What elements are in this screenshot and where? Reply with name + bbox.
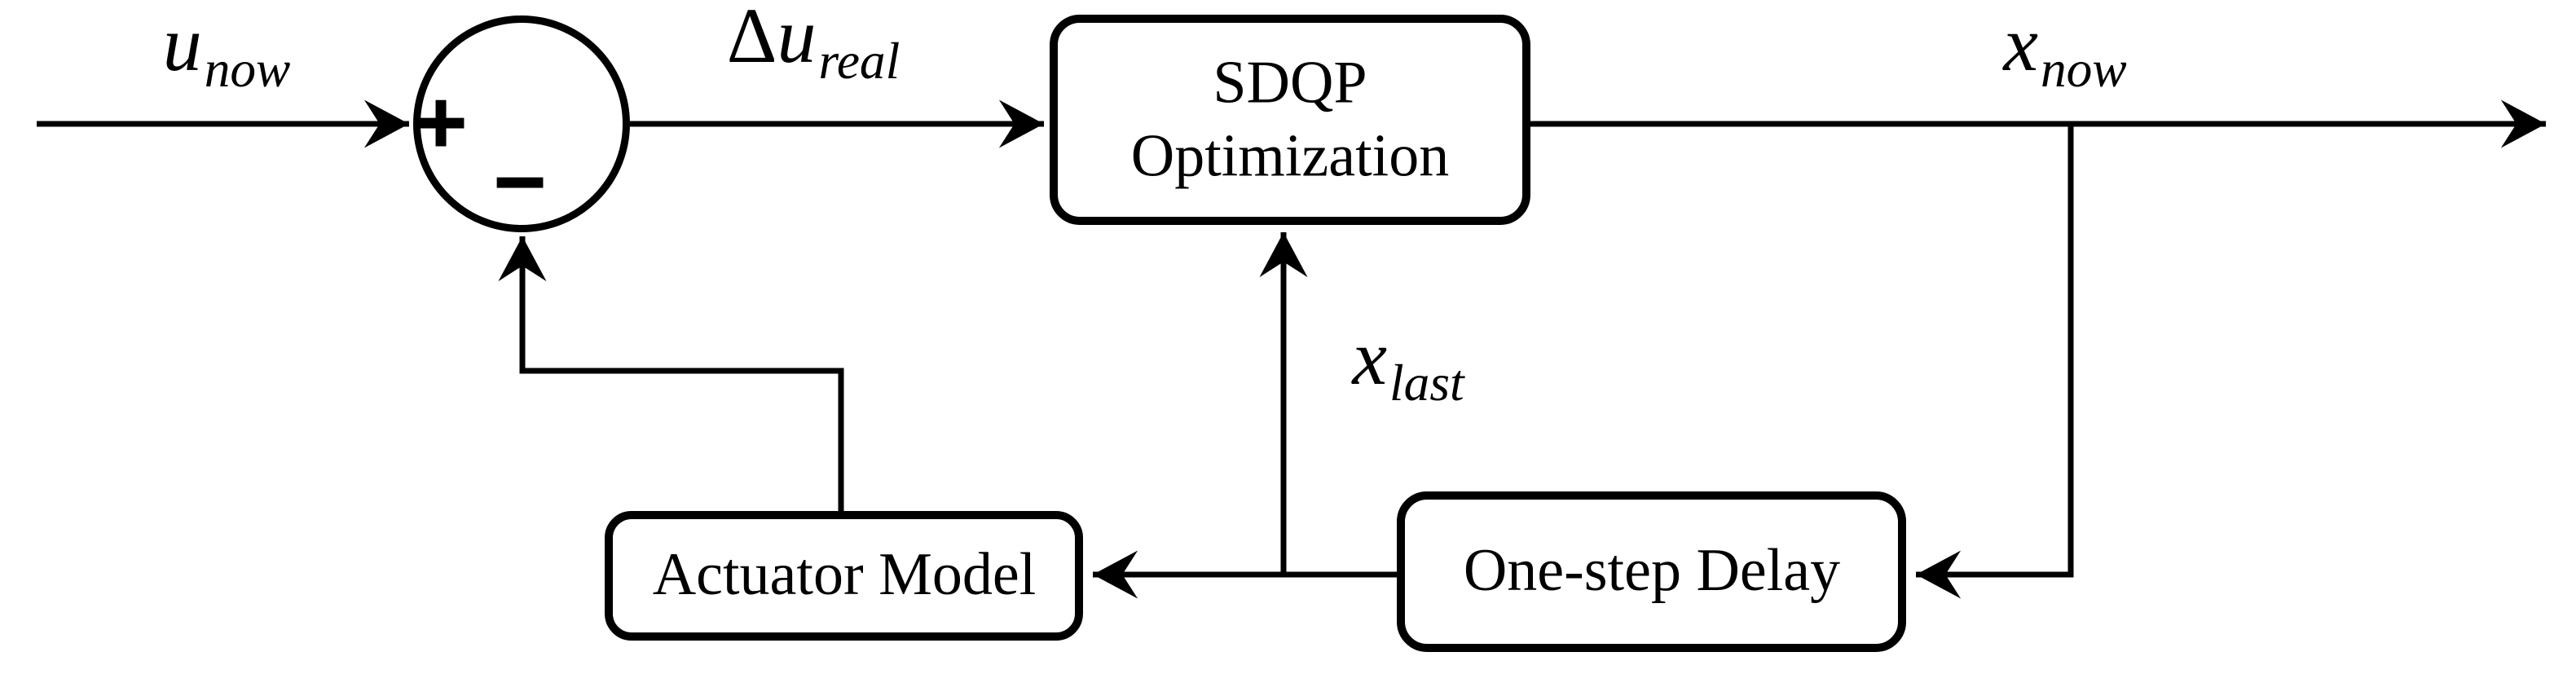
signal-subscript: now xyxy=(204,41,291,99)
signal-base: u xyxy=(162,0,202,88)
one-step-delay-label: One-step Delay xyxy=(1463,536,1841,604)
sum-plus-sign: + xyxy=(410,81,471,162)
arrow-actuator-to-sum xyxy=(498,236,844,515)
summing-junction-circle xyxy=(413,15,630,232)
signal-subscript: now xyxy=(2040,41,2127,99)
sum-minus-sign: − xyxy=(489,140,550,222)
signal-subscript: real xyxy=(818,33,900,90)
signal-base: x xyxy=(1352,314,1388,402)
signal-label-x-last: xlast xyxy=(1352,319,1464,410)
signal-base: u xyxy=(777,0,817,80)
sdqp-label-line2: Optimization xyxy=(1130,123,1450,190)
feedback-x-now-to-delay xyxy=(1916,124,2074,599)
signal-subscript: last xyxy=(1389,355,1464,412)
sdqp-optimization-label: SDQP Optimization xyxy=(1131,46,1450,194)
signal-label-x-now: xnow xyxy=(2003,5,2126,96)
signal-label-delta-u-real: Δureal xyxy=(727,0,900,88)
one-step-delay-box xyxy=(1397,491,1906,652)
signal-label-u-now: unow xyxy=(163,5,291,96)
signal-base: x xyxy=(2003,0,2038,88)
delta-symbol: Δ xyxy=(726,0,777,80)
actuator-model-label: Actuator Model xyxy=(652,540,1037,608)
sdqp-label-line1: SDQP xyxy=(1213,49,1367,117)
sdqp-optimization-box xyxy=(1050,15,1530,225)
